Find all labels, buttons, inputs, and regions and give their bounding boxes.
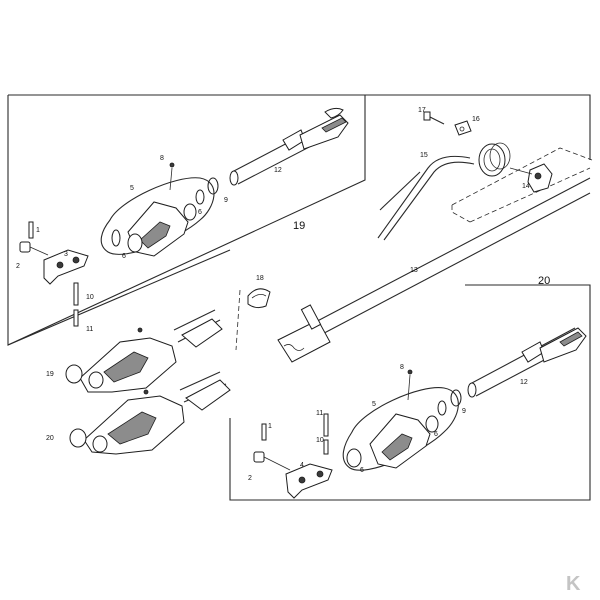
variant-20-assembly <box>69 371 231 455</box>
part-number: 10 <box>316 437 324 444</box>
part-number: 15 <box>420 152 428 159</box>
part-number: 12 <box>520 379 528 386</box>
part-number: 6 <box>198 209 202 216</box>
part-number: 13 <box>410 267 418 274</box>
part-number: 10 <box>86 294 94 301</box>
part-labels-spring: 17 16 15 14 13 18 20 <box>256 107 550 287</box>
part-number: 12 <box>274 167 282 174</box>
top-gearbox <box>100 162 215 257</box>
part-number: 5 <box>372 401 376 408</box>
part-number: 11 <box>86 326 93 333</box>
part-number: 4 <box>300 462 304 469</box>
variant-labels: 19 20 <box>46 371 54 442</box>
bottom-fork-assembly <box>253 413 333 499</box>
spring-assembly <box>377 111 553 241</box>
part-number: 8 <box>400 364 404 371</box>
part-number: 16 <box>472 116 480 123</box>
part-number: 9 <box>224 197 228 204</box>
section-frames <box>7 94 591 501</box>
part-number: 5 <box>130 185 134 192</box>
bottom-tube-assembly <box>450 327 587 407</box>
part-number: 9 <box>462 408 466 415</box>
brand-logo: K <box>566 573 581 595</box>
part-number: 3 <box>64 251 68 258</box>
top-fork-assembly <box>19 221 89 327</box>
variant-19-assembly <box>65 309 223 393</box>
dashed-inset <box>451 147 593 223</box>
part-number: 18 <box>256 275 264 282</box>
part-number: 6 <box>434 431 438 438</box>
part-number: 2 <box>248 475 252 482</box>
variant-label-19: 19 <box>46 371 54 378</box>
part-number: 17 <box>418 107 426 114</box>
part-number: 6 <box>360 467 364 474</box>
part-labels-bottom: 1 2 4 5 6 6 8 9 10 11 12 <box>248 364 528 482</box>
group-label-19: 19 <box>293 220 305 232</box>
part-number: 1 <box>36 227 40 234</box>
part-number: 1 <box>268 423 272 430</box>
main-shaft <box>277 177 591 363</box>
clip-part <box>235 288 271 351</box>
bottom-gearbox <box>342 369 459 471</box>
variant-label-20: 20 <box>46 435 54 442</box>
part-number: 14 <box>522 183 530 190</box>
part-number: 2 <box>16 263 20 270</box>
svg-text:K: K <box>566 573 581 595</box>
part-labels-top: 1 2 3 5 6 6 8 9 10 11 12 19 <box>16 155 305 333</box>
part-number: 11 <box>316 410 323 417</box>
top-tube-assembly <box>207 107 349 195</box>
group-label-20: 20 <box>538 275 550 287</box>
part-number: 6 <box>122 253 126 260</box>
part-number: 8 <box>160 155 164 162</box>
